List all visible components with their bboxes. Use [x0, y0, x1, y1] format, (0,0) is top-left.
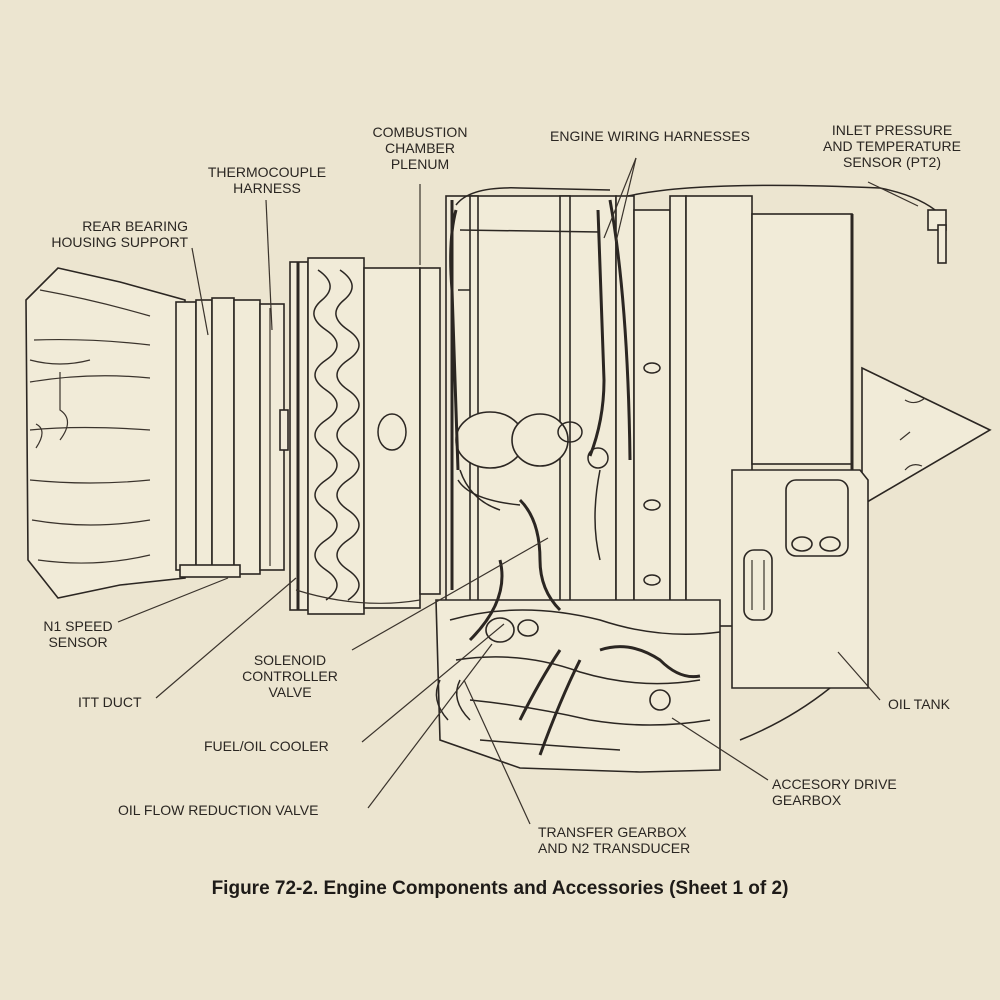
label-solenoid-controller-valve: SOLENOID CONTROLLER VALVE [232, 652, 348, 700]
label-line: OIL TANK [888, 696, 950, 712]
label-oil-flow-reduction-valve: OIL FLOW REDUCTION VALVE [118, 802, 318, 818]
label-line: COMBUSTION [372, 124, 468, 140]
exhaust-nozzle [25, 267, 186, 599]
label-accessory-drive-gearbox: ACCESORY DRIVE GEARBOX [772, 776, 897, 808]
label-rear-bearing-housing-support: REAR BEARING HOUSING SUPPORT [24, 218, 188, 250]
label-oil-tank: OIL TANK [888, 696, 950, 712]
label-thermocouple-harness: THERMOCOUPLE HARNESS [184, 164, 350, 196]
label-line: INLET PRESSURE [831, 122, 953, 138]
label-line: ITT DUCT [78, 694, 142, 710]
label-line: N1 SPEED [43, 618, 113, 634]
label-line: VALVE [268, 684, 312, 700]
label-line: GEARBOX [772, 792, 842, 808]
label-line: ACCESORY DRIVE [772, 776, 897, 792]
label-line: HOUSING SUPPORT [51, 234, 188, 250]
rear-bearing-housing [175, 297, 289, 578]
label-itt-duct: ITT DUCT [78, 694, 142, 710]
label-line: AND N2 TRANSDUCER [538, 840, 691, 856]
label-combustion-chamber-plenum: COMBUSTION CHAMBER PLENUM [350, 124, 490, 172]
label-line: REAR BEARING [82, 218, 188, 234]
combustion-case [445, 187, 617, 617]
label-line: HARNESS [233, 180, 301, 196]
label-line: TRANSFER GEARBOX [538, 824, 687, 840]
label-line: SOLENOID [253, 652, 327, 668]
label-line: SENSOR [48, 634, 108, 650]
label-line: CHAMBER [384, 140, 455, 156]
oil-tank [731, 469, 869, 741]
label-transfer-gearbox-n2-transducer: TRANSFER GEARBOX AND N2 TRANSDUCER [538, 824, 690, 856]
label-line: ENGINE WIRING HARNESSES [550, 128, 750, 144]
label-line: AND TEMPERATURE [823, 138, 961, 154]
label-line: SENSOR (PT2) [842, 154, 941, 170]
label-line: PLENUM [390, 156, 450, 172]
label-n1-speed-sensor: N1 SPEED SENSOR [28, 618, 128, 650]
leader-lines [117, 157, 919, 825]
label-inlet-pressure-temperature-sensor: INLET PRESSURE AND TEMPERATURE SENSOR (P… [806, 122, 978, 170]
label-engine-wiring-harnesses: ENGINE WIRING HARNESSES [530, 128, 770, 144]
label-line: FUEL/OIL COOLER [204, 738, 329, 754]
wiring-harnesses [449, 199, 632, 561]
label-line: OIL FLOW REDUCTION VALVE [118, 802, 319, 818]
label-line: CONTROLLER [242, 668, 338, 684]
nose-cone [861, 366, 992, 507]
turbine-section [289, 257, 441, 615]
label-line: THERMOCOUPLE [207, 164, 327, 180]
figure-caption: Figure 72-2. Engine Components and Acces… [211, 878, 789, 899]
accessory-cluster [435, 498, 721, 773]
label-fuel-oil-cooler: FUEL/OIL COOLER [204, 738, 329, 754]
